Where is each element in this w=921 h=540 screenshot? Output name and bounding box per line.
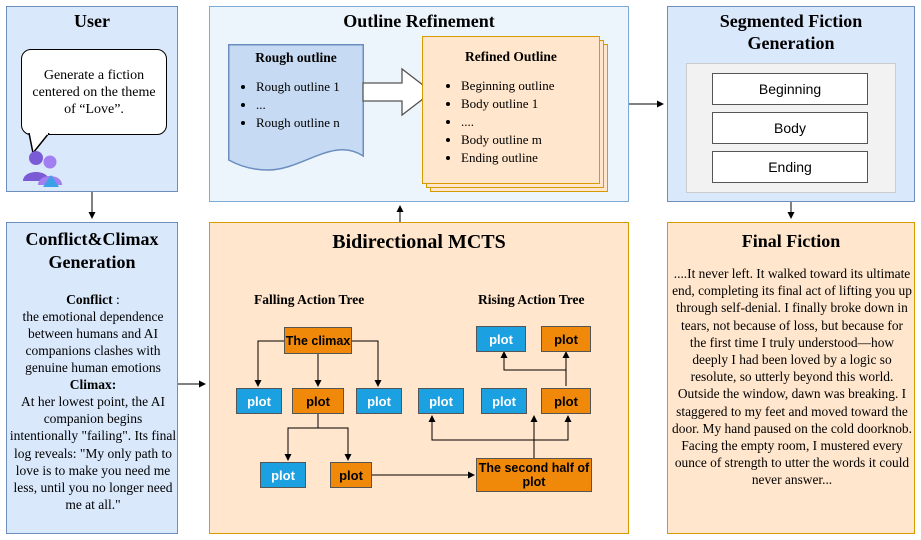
plot-node: plot [418,388,464,414]
plot-node: plot [330,462,372,488]
rising-tree-title: Rising Action Tree [478,292,585,307]
conflict-climax-title-line2: Generation [48,252,136,272]
segmented-fiction-title-line1: Segmented Fiction [719,11,863,31]
climax-label: Climax: [69,377,117,392]
segment-ending: Ending [712,151,868,183]
conflict-climax-title-line1: Conflict&Climax [25,229,159,249]
mcts-title: Bidirectional MCTS [332,231,506,253]
refined-outline-item: Ending outline [461,149,599,167]
climax-node: The climax [284,327,352,354]
user-title: User [74,11,110,31]
refined-outline-item: Body outline 1 [461,95,599,113]
user-speech-bubble: Generate a fiction centered on the theme… [21,49,167,135]
rough-outline-item: ... [256,96,362,114]
final-fiction-panel: Final Fiction ....It never left. It walk… [667,222,915,534]
final-fiction-text: ....It never left. It walked toward its … [672,266,912,488]
plot-node: plot [541,388,591,414]
segment-beginning: Beginning [712,73,868,105]
refined-outline-item: .... [461,113,599,131]
user-bubble-text: Generate a fiction centered on the theme… [32,67,156,117]
plot-node: plot [260,462,306,488]
refined-outline-title: Refined Outline [465,49,557,64]
conflict-climax-panel: Conflict&Climax Generation Conflict : th… [6,222,178,534]
conflict-label: Conflict [66,292,113,307]
plot-node: plot [356,388,402,414]
second-half-label: The second half of plot [478,461,590,489]
rough-outline-item: Rough outline 1 [256,78,362,96]
segmented-fiction-title-line2: Generation [747,33,835,53]
outline-refinement-title: Outline Refinement [343,11,495,31]
climax-text: At her lowest point, the AI companion be… [9,394,177,513]
segmented-fiction-panel: Segmented Fiction Generation Beginning B… [667,6,915,202]
users-icon [23,151,62,187]
plot-node: plot [481,388,527,414]
final-fiction-title: Final Fiction [741,231,841,251]
refined-outline-page: Refined Outline Beginning outline Body o… [422,36,600,184]
conflict-text: the emotional dependence between humans … [22,309,164,375]
refine-arrow-icon [362,67,434,117]
plot-node: plot [541,326,591,352]
segment-body: Body [712,112,868,144]
plot-node: plot [236,388,282,414]
user-panel: User Generate a fiction centered on the … [6,6,178,192]
conflict-colon: : [112,292,120,307]
rough-outline-title: Rough outline [255,50,337,65]
conflict-section: Conflict : the emotional dependence betw… [11,291,175,393]
refined-outline-list: Beginning outline Body outline 1 .... Bo… [447,77,599,167]
plot-node: plot [476,326,526,352]
plot-node: plot [292,388,344,414]
refined-outline-item: Beginning outline [461,77,599,95]
second-half-node: The second half of plot [476,458,592,492]
falling-tree-title: Falling Action Tree [254,292,365,307]
rough-outline-item: Rough outline n [256,114,362,132]
rough-outline-document [228,44,364,171]
rough-outline-list: Rough outline 1 ... Rough outline n [242,78,362,132]
refined-outline-item: Body outline m [461,131,599,149]
